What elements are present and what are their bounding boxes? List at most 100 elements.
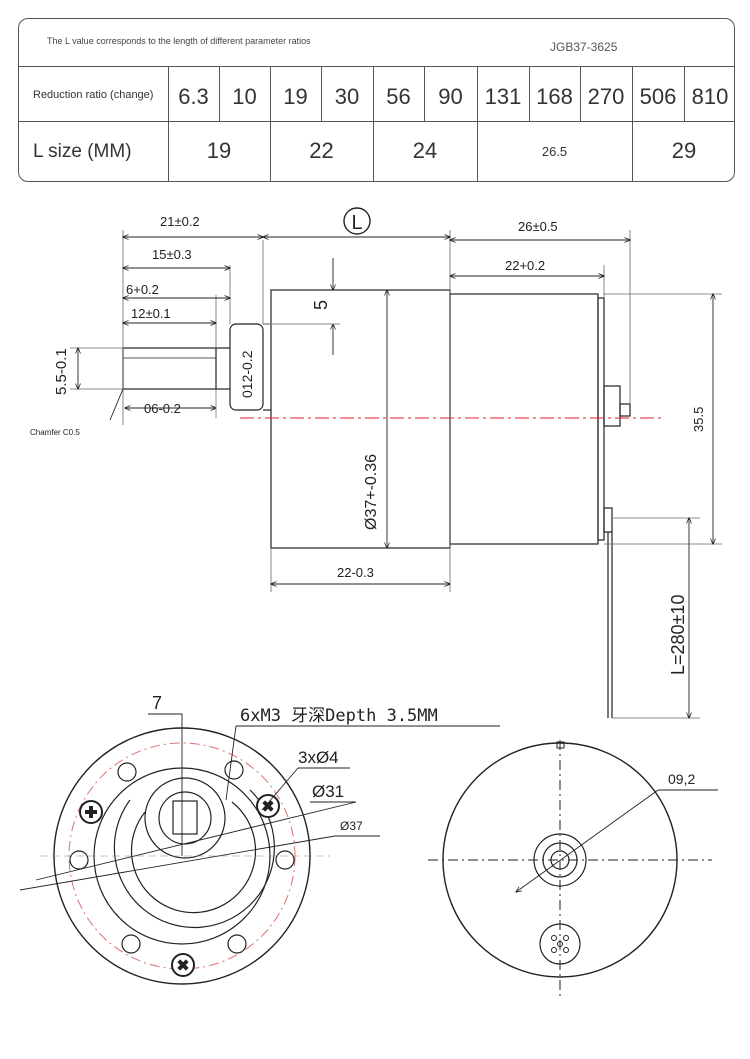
spec-table-model: JGB37-3625 [550,40,618,54]
ratio-cell: 131 [484,84,522,109]
dim-d37-label: Ø37+-0.36 [363,454,380,530]
bushing-mid [542,842,578,878]
lead-connector [603,507,613,533]
pcd-31-label: Ø31 [312,782,344,801]
motor-end-cap [597,297,605,541]
front-view-labels: 7 6xM3 牙深Depth 3.5MM 3xØ4 Ø31 Ø37 [152,693,438,833]
grid-line [477,66,478,181]
dim-5-5-label: 5.5-0.1 [53,348,70,395]
connector-pin [551,935,557,941]
dim-15-label: 15±0.3 [152,247,192,262]
grid-line [270,66,271,181]
mark-L-label: L [351,212,362,234]
dim-d12-label: 012-0.2 [239,350,255,398]
dim-5-label: 5 [311,300,331,310]
screw-icon [171,953,195,977]
chamfer-leader [109,388,124,421]
leader-7 [148,713,183,856]
gearbox-body [270,289,451,549]
dim-22-top-label: 22+0.2 [505,258,545,273]
side-view [122,289,631,718]
dim-d6-label: 06-0.2 [144,401,181,416]
dim-7-label: 7 [152,693,162,713]
ratio-cell: 6.3 [178,84,209,109]
grid-line [424,66,425,121]
screw-icon [256,794,280,818]
dim-21-label: 21±0.2 [160,214,200,229]
screw-icon [79,800,103,824]
d37-label: Ø37 [340,819,363,833]
mount-hole [69,850,89,870]
lead-length-label: L=280±10 [668,595,688,675]
leader-thread [225,725,237,801]
shaft-collar [229,323,264,411]
ratio-cell: 90 [438,84,463,109]
spec-table: The L value corresponds to the length of… [18,18,735,182]
dimension-arrows [78,237,713,718]
leader-d9 [516,789,659,892]
connector-port [539,923,581,965]
lsize-cell: 29 [671,138,697,163]
shaft-d-cut [172,800,198,835]
rear-shaft-end [550,850,570,870]
holes-label: 3xØ4 [298,748,339,767]
chamfer-label: Chamfer C0.5 [30,428,80,437]
dim-35-5-label: 35.5 [691,407,706,432]
ratio-cell: 168 [536,84,573,109]
grid-line [529,66,530,121]
spec-table-title: The L value corresponds to the length of… [47,36,311,46]
connector-pin [557,941,563,947]
ratio-cell: 19 [283,84,308,109]
ratio-cell: 56 [386,84,411,109]
ratio-cell: 270 [587,84,625,109]
ratio-cell: 506 [639,84,677,109]
connector-pin [551,947,557,953]
ratio-row-label: Reduction ratio (change) [33,89,154,101]
grid-line [632,66,633,181]
grid-line [168,66,169,181]
ratio-cell: 10 [232,84,257,109]
leader-37 [19,835,336,891]
leader-holes [261,767,299,811]
mount-hole [275,850,295,870]
lsize-cell: 19 [206,138,232,163]
front-view [19,713,500,985]
gear-groove [113,789,275,929]
mount-hole [121,934,141,954]
spec-grid: Reduction ratio (change) L size (MM) 6.3… [19,66,734,181]
shaft-boss [144,777,226,859]
connector-pin [563,935,569,941]
lsize-cell: 24 [412,138,438,163]
grid-line [684,66,685,121]
lsize-cell: 22 [309,138,334,163]
shaft-boss-inner [158,791,212,845]
side-dimensions [70,230,722,719]
side-view-labels: 21±0.2 15±0.3 6+0.2 12±0.1 5.5-0.1 06-0.… [30,207,706,675]
leader-31 [35,801,357,881]
output-shaft [122,347,217,390]
gear-groove-inner [130,801,257,914]
rear-shaft [619,403,631,417]
mount-hole [117,762,137,782]
lsize-row-label: L size (MM) [33,141,132,162]
ratio-cell: 30 [334,84,360,109]
dim-6-label: 6+0.2 [126,282,159,297]
lsize-cell: 26.5 [541,144,568,159]
connector-pin [563,947,569,953]
bushing-outer [533,833,587,887]
dim-12-label: 12±0.1 [131,306,171,321]
rear-bushing [603,385,621,427]
rear-view [428,740,718,1000]
grid-line [580,66,581,121]
dim-26-label: 26±0.5 [518,219,558,234]
grid-line [373,66,374,181]
grid-line [19,66,734,67]
thread-label: 6xM3 牙深Depth 3.5MM [240,706,438,726]
motor-body [449,293,599,545]
dim-22-bottom-label: 22-0.3 [337,565,374,580]
mount-hole [224,760,244,780]
grid-line [19,121,734,122]
grid-line [321,66,322,121]
grid-line [219,66,220,121]
